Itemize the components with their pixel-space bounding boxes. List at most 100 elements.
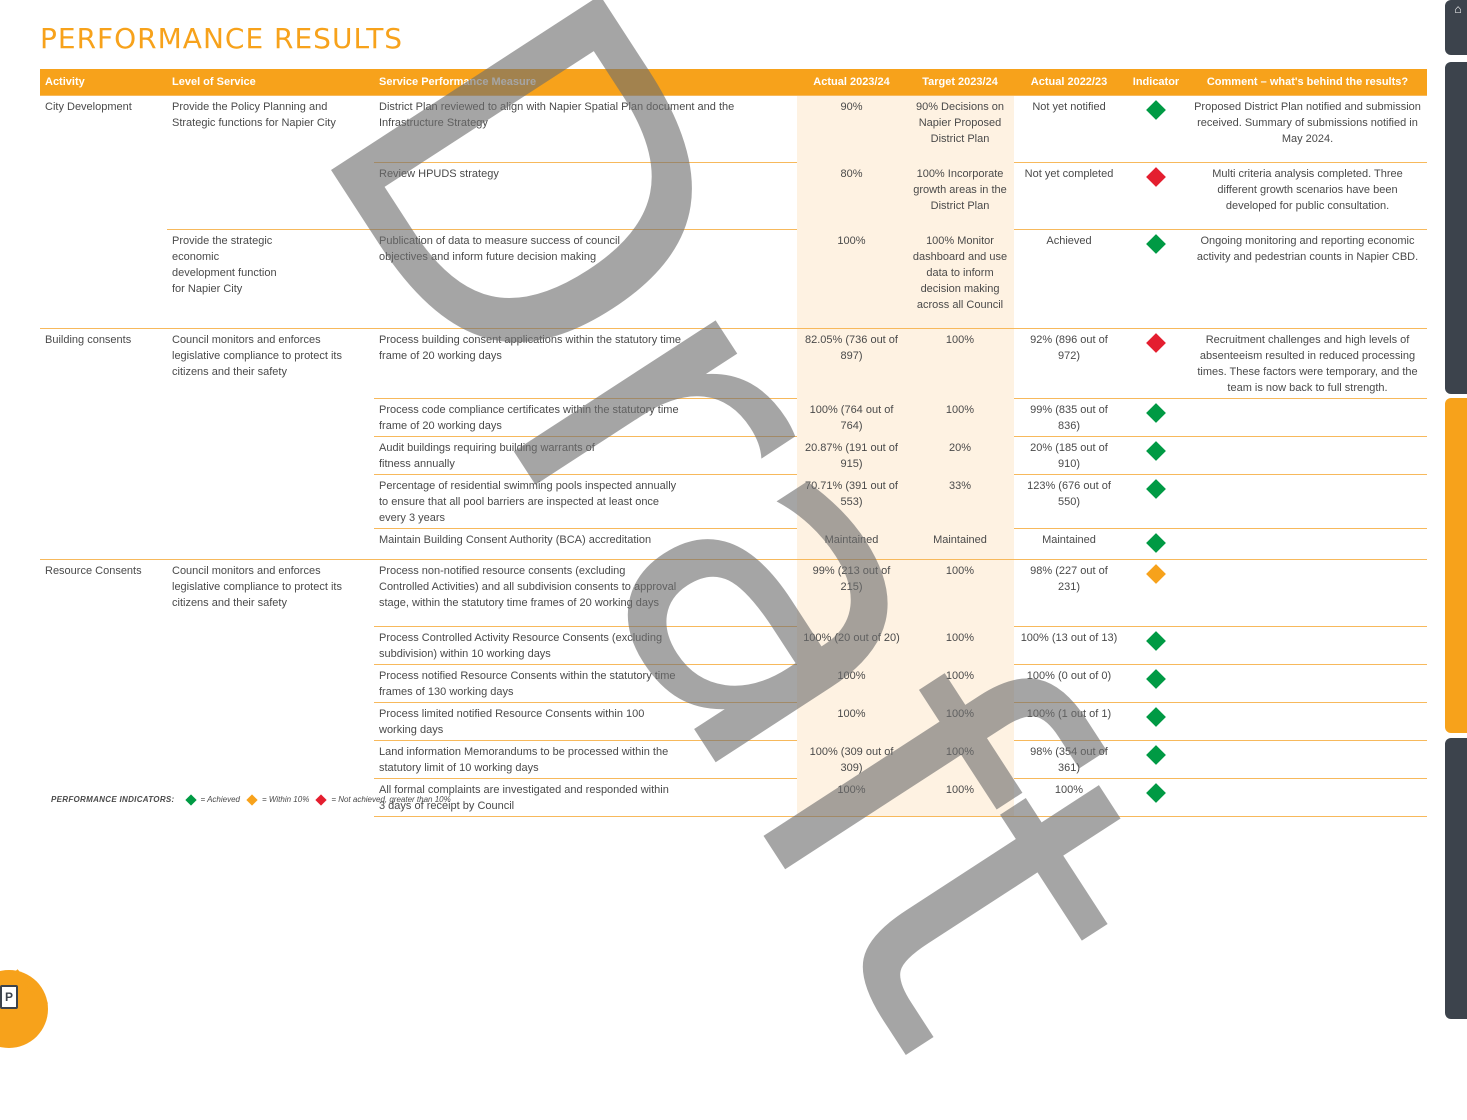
indicator-cell xyxy=(1124,95,1188,163)
comment-cell: Ongoing monitoring and reporting economi… xyxy=(1188,229,1427,329)
measure-cell: Audit buildings requiring building warra… xyxy=(374,436,797,475)
actual-prior-cell: Achieved xyxy=(1014,229,1124,329)
level-cell: Council monitors and enforces legislativ… xyxy=(167,559,374,817)
actual-current-cell: 20.87% (191 out of 915) xyxy=(797,436,906,475)
comment-cell xyxy=(1188,474,1427,529)
target-cell: 100% xyxy=(906,328,1014,399)
achieved-diamond-icon xyxy=(1146,533,1166,553)
within-diamond-icon xyxy=(246,793,258,806)
header-actual-current: Actual 2023/24 xyxy=(797,69,906,96)
actual-current-cell: 100% (20 out of 20) xyxy=(797,626,906,665)
target-cell: 100% Monitor dashboard and use data to i… xyxy=(906,229,1014,329)
target-cell: 33% xyxy=(906,474,1014,529)
legend-within: = Within 10% xyxy=(262,795,310,804)
indicator-cell xyxy=(1124,229,1188,329)
target-cell: 100% xyxy=(906,559,1014,627)
comment-cell xyxy=(1188,559,1427,627)
indicator-cell xyxy=(1124,528,1188,560)
table-header-row: Activity Level of Service Service Perfor… xyxy=(40,69,1427,96)
actual-prior-cell: 123% (676 out of 550) xyxy=(1014,474,1124,529)
measure-cell: Land information Memorandums to be proce… xyxy=(374,740,797,779)
comment-cell: Multi criteria analysis completed. Three… xyxy=(1188,162,1427,230)
comment-cell xyxy=(1188,398,1427,437)
target-cell: 100% xyxy=(906,664,1014,703)
actual-prior-cell: Maintained xyxy=(1014,528,1124,560)
indicator-cell xyxy=(1124,328,1188,399)
table-row: Percentage of residential swimming pools… xyxy=(40,474,1427,529)
actual-current-cell: 100% xyxy=(797,702,906,741)
indicator-cell xyxy=(1124,398,1188,437)
header-level-of-service: Level of Service xyxy=(167,69,374,96)
actual-current-cell: Maintained xyxy=(797,528,906,560)
measure-cell: All formal complaints are investigated a… xyxy=(374,778,797,817)
comment-cell xyxy=(1188,528,1427,560)
table-row: Audit buildings requiring building warra… xyxy=(40,436,1427,475)
table-row: Process limited notified Resource Consen… xyxy=(40,702,1427,741)
header-activity: Activity xyxy=(40,69,167,96)
legend-not-achieved: = Not achieved, greater than 10% xyxy=(331,795,451,804)
indicator-cell xyxy=(1124,162,1188,230)
table-row: Process code compliance certificates wit… xyxy=(40,398,1427,437)
header-measure: Service Performance Measure xyxy=(374,69,797,96)
actual-prior-cell: Not yet notified xyxy=(1014,95,1124,163)
actual-prior-cell: 98% (354 out of 361) xyxy=(1014,740,1124,779)
actual-prior-cell: 20% (185 out of 910) xyxy=(1014,436,1124,475)
measure-cell: Maintain Building Consent Authority (BCA… xyxy=(374,528,797,560)
actual-current-cell: 90% xyxy=(797,95,906,163)
achieved-diamond-icon xyxy=(1146,100,1166,120)
measure-cell: Process non-notified resource consents (… xyxy=(374,559,797,627)
indicator-cell xyxy=(1124,626,1188,665)
target-cell: 100% Incorporate growth areas in the Dis… xyxy=(906,162,1014,230)
comment-cell: Proposed District Plan notified and subm… xyxy=(1188,95,1427,163)
actual-current-cell: 80% xyxy=(797,162,906,230)
indicator-cell xyxy=(1124,740,1188,779)
comment-cell xyxy=(1188,664,1427,703)
header-target: Target 2023/24 xyxy=(906,69,1014,96)
performance-legend: PERFORMANCE INDICATORS: = Achieved = Wit… xyxy=(51,793,451,806)
table-row: Process Controlled Activity Resource Con… xyxy=(40,626,1427,665)
side-tab-section-3[interactable] xyxy=(1445,738,1467,1019)
measure-cell: Review HPUDS strategy xyxy=(374,162,797,230)
not-achieved-diamond-icon xyxy=(315,793,327,806)
comment-cell xyxy=(1188,626,1427,665)
comment-cell xyxy=(1188,702,1427,741)
actual-prior-cell: 98% (227 out of 231) xyxy=(1014,559,1124,627)
side-tab-section-1[interactable] xyxy=(1445,62,1467,394)
indicator-cell xyxy=(1124,559,1188,627)
within-diamond-icon xyxy=(1146,564,1166,584)
actual-prior-cell: 100% xyxy=(1014,778,1124,817)
measure-cell: Process code compliance certificates wit… xyxy=(374,398,797,437)
not-achieved-diamond-icon xyxy=(1146,333,1166,353)
table-row: Maintain Building Consent Authority (BCA… xyxy=(40,528,1427,560)
achieved-diamond-icon xyxy=(1146,234,1166,254)
actual-current-cell: 100% (764 out of 764) xyxy=(797,398,906,437)
indicator-cell xyxy=(1124,702,1188,741)
side-tab-home[interactable]: ⌂ xyxy=(1445,0,1467,55)
header-indicator: Indicator xyxy=(1124,69,1188,96)
achieved-diamond-icon xyxy=(184,793,197,806)
target-cell: 100% xyxy=(906,626,1014,665)
activity-cell: Building consents xyxy=(40,328,167,560)
comment-cell xyxy=(1188,740,1427,779)
actual-current-cell: 100% xyxy=(797,664,906,703)
comment-cell xyxy=(1188,778,1427,817)
table-row: Review HPUDS strategy 80% 100% Incorpora… xyxy=(40,162,1427,230)
side-tab-section-2-active[interactable] xyxy=(1445,398,1467,733)
actual-current-cell: 82.05% (736 out of 897) xyxy=(797,328,906,399)
table-row: Provide the strategic economic developme… xyxy=(40,229,1427,329)
comment-cell xyxy=(1188,436,1427,475)
target-cell: 100% xyxy=(906,398,1014,437)
table-row: Resource Consents Council monitors and e… xyxy=(40,559,1427,817)
table-row: Building consents Council monitors and e… xyxy=(40,328,1427,560)
target-cell: 100% xyxy=(906,778,1014,817)
achieved-diamond-icon xyxy=(1146,745,1166,765)
actual-prior-cell: 100% (0 out of 0) xyxy=(1014,664,1124,703)
table-row: Land information Memorandums to be proce… xyxy=(40,740,1427,779)
achieved-diamond-icon xyxy=(1146,403,1166,423)
achieved-diamond-icon xyxy=(1146,707,1166,727)
achieved-diamond-icon xyxy=(1146,631,1166,651)
measure-cell: Process limited notified Resource Consen… xyxy=(374,702,797,741)
header-actual-prior: Actual 2022/23 xyxy=(1014,69,1124,96)
actual-prior-cell: 100% (1 out of 1) xyxy=(1014,702,1124,741)
performance-table: Activity Level of Service Service Perfor… xyxy=(40,69,1427,817)
